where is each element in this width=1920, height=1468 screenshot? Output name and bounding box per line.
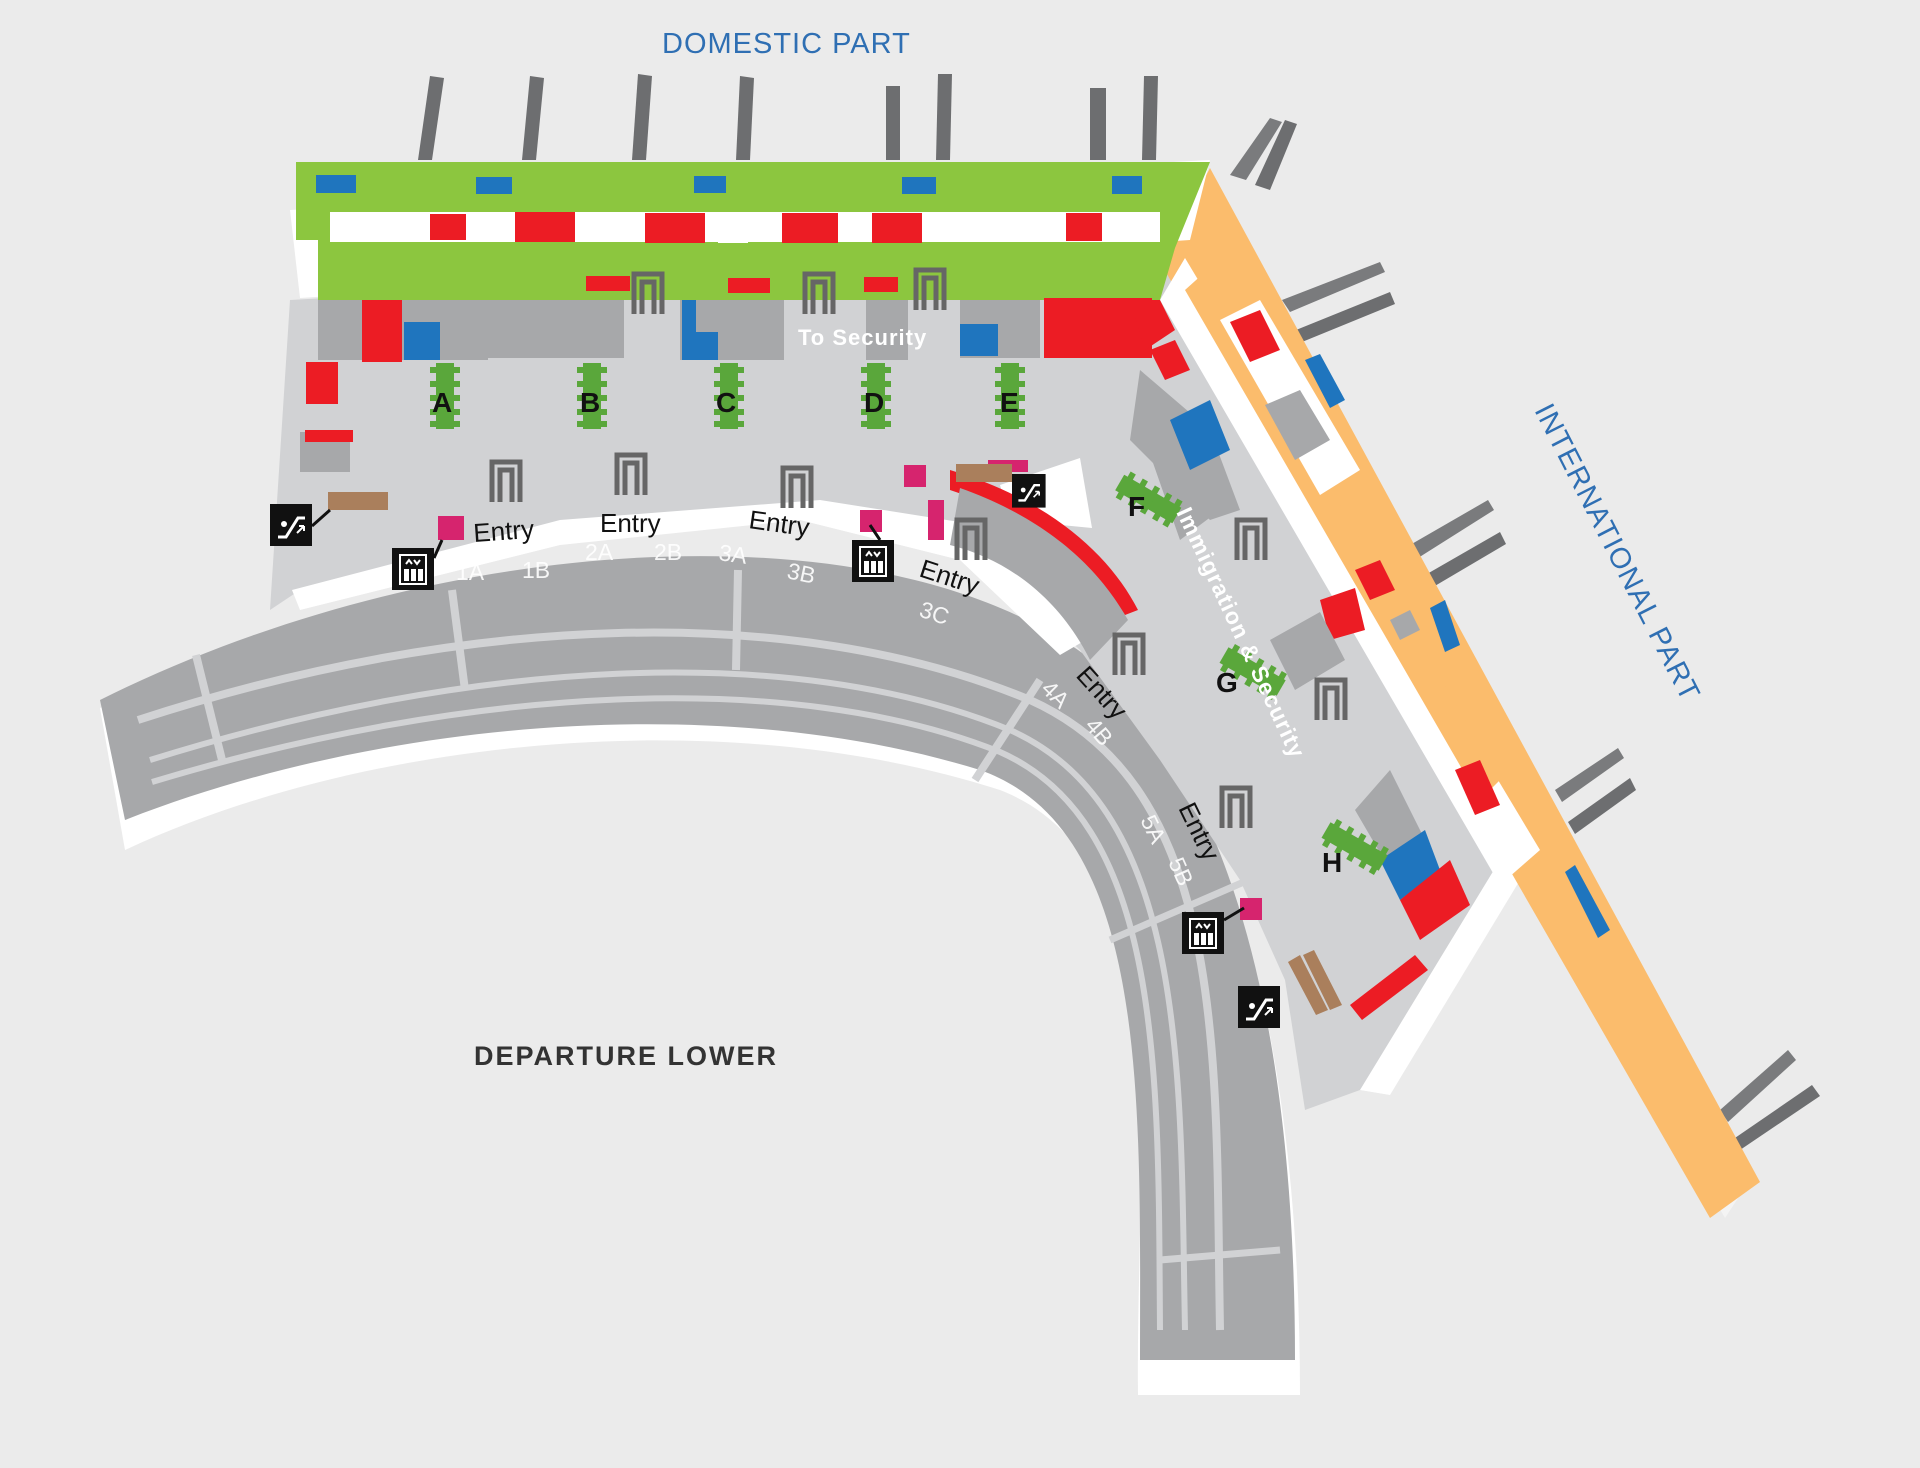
lane-label: 2B	[654, 539, 682, 565]
counter-label-g: G	[1216, 667, 1238, 698]
counter-label-d: D	[864, 387, 884, 418]
international-zone	[1160, 168, 1760, 1218]
counter-labels: A B C D E F G H	[432, 387, 1342, 878]
counter-label-a: A	[432, 387, 452, 418]
counter-label-c: C	[716, 387, 736, 418]
lane-label: 1A	[456, 559, 485, 585]
counter-label-h: H	[1322, 847, 1342, 878]
lane-label: 2A	[585, 539, 614, 565]
international-piers	[1230, 118, 1820, 1150]
escalator-icon	[268, 502, 314, 548]
counter-label-e: E	[1000, 387, 1019, 418]
departure-road	[100, 556, 1300, 1395]
elevator-icon	[1181, 911, 1225, 955]
counter-label-f: F	[1128, 491, 1145, 522]
departure-lower-label: DEPARTURE LOWER	[474, 1041, 778, 1071]
domestic-part-label: DOMESTIC PART	[662, 28, 911, 60]
elevator-icon	[851, 539, 895, 583]
escalator-icon	[1010, 472, 1047, 509]
lane-label: 1B	[522, 557, 550, 583]
lane-label: 3A	[717, 539, 749, 569]
elevator-icon	[391, 547, 435, 591]
entry-label: Entry	[600, 508, 661, 538]
to-security-label: To Security	[798, 325, 927, 350]
counter-label-b: B	[580, 387, 600, 418]
domestic-piers	[418, 74, 1158, 160]
elevators	[391, 524, 1245, 955]
lane-label: 3B	[785, 557, 818, 588]
landside-blocks	[300, 298, 1470, 1020]
domestic-zone	[290, 160, 1210, 300]
international-part-label: INTERNATIONAL PART	[1528, 399, 1706, 707]
entry-label: Entry	[472, 514, 535, 548]
escalator-icon	[1236, 984, 1282, 1030]
escalators	[268, 472, 1282, 1030]
